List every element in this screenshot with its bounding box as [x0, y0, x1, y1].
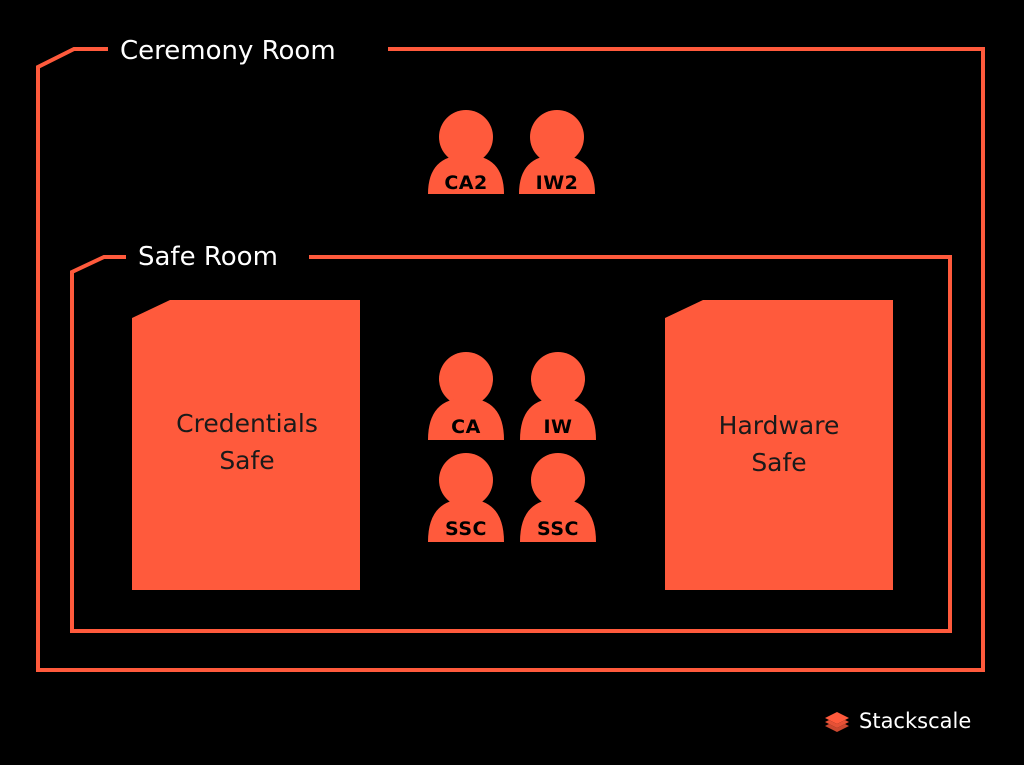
- person-label: CA2: [444, 172, 487, 194]
- person-ssc-1: SSC: [428, 453, 504, 542]
- person-label: CA: [451, 416, 481, 438]
- person-body: [520, 499, 596, 542]
- person-body: [428, 155, 504, 194]
- person-icon: [439, 352, 493, 406]
- person-label: IW: [543, 416, 572, 438]
- hardware-safe-box: [665, 300, 893, 590]
- person-ca: CA: [428, 352, 504, 440]
- hardware-safe-label-line1: Hardware: [719, 411, 840, 440]
- brand: Stackscale: [825, 709, 971, 733]
- person-icon: [531, 352, 585, 406]
- person-icon: [439, 110, 493, 164]
- person-body: [519, 155, 595, 194]
- person-iw2: IW2: [519, 110, 595, 194]
- ceremony-room-label: Ceremony Room: [120, 36, 336, 66]
- person-ca2: CA2: [428, 110, 504, 194]
- ceremony-room-border: [36, 47, 985, 672]
- hardware-safe-label-line2: Safe: [751, 448, 806, 477]
- credentials-safe-label-line2: Safe: [219, 446, 274, 475]
- person-icon: [530, 110, 584, 164]
- person-body: [428, 398, 504, 440]
- person-iw: IW: [520, 352, 596, 440]
- person-icon: [531, 453, 585, 507]
- credentials-safe-box: [132, 300, 360, 590]
- person-body: [520, 398, 596, 440]
- person-label: IW2: [536, 172, 579, 194]
- hardware-safe: Hardware Safe: [665, 300, 893, 590]
- person-ssc-2: SSC: [520, 453, 596, 542]
- stackscale-logo-icon: [825, 712, 849, 732]
- safe-room-border: [70, 255, 952, 633]
- person-icon: [439, 453, 493, 507]
- brand-name: Stackscale: [859, 709, 971, 733]
- safe-room-label: Safe Room: [138, 242, 278, 272]
- credentials-safe-label-line1: Credentials: [176, 409, 318, 438]
- person-body: [428, 499, 504, 542]
- person-label: SSC: [537, 518, 579, 540]
- person-label: SSC: [445, 518, 487, 540]
- credentials-safe: Credentials Safe: [132, 300, 360, 590]
